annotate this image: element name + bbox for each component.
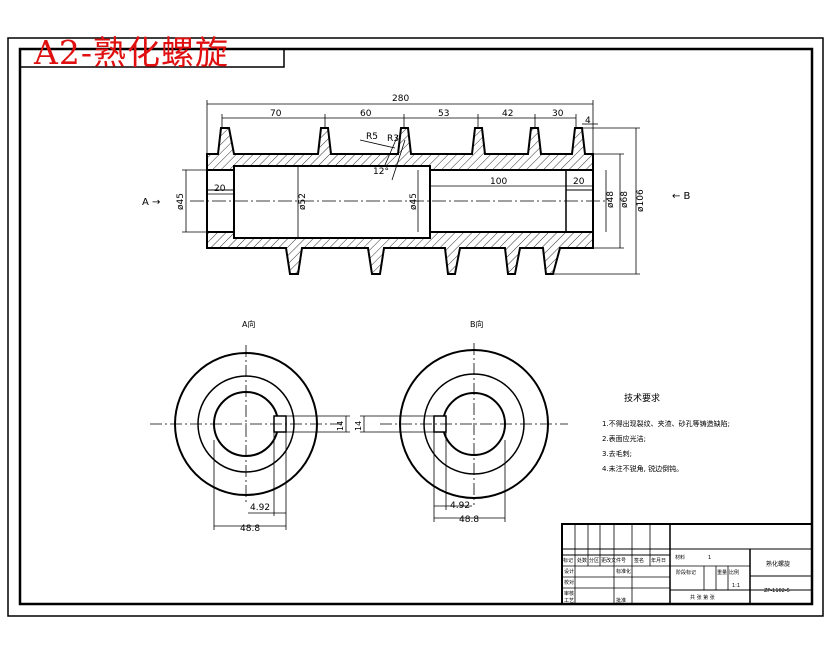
- tb-qty: 处数: [577, 557, 587, 564]
- dim-bore-b: 48.8: [459, 515, 479, 525]
- top-dimensions: [182, 100, 640, 275]
- tech-heading: 技术要求: [624, 392, 660, 404]
- dim-dia-48: ø48: [606, 191, 616, 208]
- view-a: [150, 345, 350, 530]
- tb-review: 审核: [564, 590, 574, 597]
- upper-wall-hatch: [206, 127, 594, 171]
- dim-shaft-len: 100: [490, 177, 507, 187]
- tb-process: 工艺: [564, 598, 574, 604]
- dim-key-height-b: 14: [354, 421, 363, 431]
- sheet-outer-border: [7, 37, 824, 617]
- view-arrow-b: ← B: [672, 191, 691, 202]
- dim-segment-4: 42: [502, 109, 513, 119]
- lower-wall-hatch: [206, 231, 594, 275]
- tb-sign: 签名: [634, 557, 644, 564]
- view-arrow-a: A →: [142, 197, 160, 208]
- dim-bore-left-len: 20: [214, 184, 226, 194]
- tb-count: 1: [708, 555, 711, 561]
- tb-change-doc: 更改文件号: [601, 557, 626, 564]
- tb-drawing-title: 熟化螺旋: [766, 560, 790, 568]
- dim-radius-5: R5: [366, 132, 378, 142]
- dim-segment-2: 60: [360, 109, 372, 119]
- dim-flight-width: 4: [585, 116, 591, 126]
- tech-item-3: 3.去毛刺;: [602, 449, 632, 458]
- tech-item-1: 1.不得出现裂纹、夹渣、砂孔等铸造缺陷;: [602, 419, 730, 428]
- title-box: [19, 48, 285, 68]
- dim-dia-45-mid: ø45: [409, 193, 419, 210]
- tb-sheet: 共 张 第 张: [690, 594, 715, 601]
- dim-key-height-a: 14: [336, 421, 345, 431]
- dim-overall-length: 280: [392, 94, 409, 104]
- dim-keyway-a: 4.92: [250, 503, 270, 513]
- tech-item-4: 4.未注不锐角, 锐边倒钝。: [602, 464, 683, 473]
- view-arrows: A → ← B A向 B向: [142, 191, 691, 329]
- tb-approve: 批准: [616, 597, 626, 604]
- dim-segment-1: 70: [270, 109, 282, 119]
- tb-check: 校对: [564, 579, 574, 586]
- dim-radius-3: R3: [387, 134, 399, 144]
- tb-stage: 阶段标记: [676, 569, 696, 576]
- dimension-texts: 280 70 60 53 42 30 4 R5 R3 12° 20 100 20…: [176, 94, 646, 212]
- view-b: [360, 343, 568, 522]
- sheet-inner-border: [18, 47, 814, 606]
- dim-bore-right-len: 20: [573, 177, 585, 187]
- section-b-label: B向: [470, 319, 484, 329]
- dim-dia-68: ø68: [620, 191, 630, 208]
- dim-dia-106: ø106: [636, 189, 646, 212]
- tb-drawing-number: ZP-1102-5: [764, 588, 790, 594]
- tb-weight: 重量: [717, 569, 727, 576]
- tb-date: 年月日: [651, 557, 666, 564]
- dim-dia-52: ø52: [298, 193, 308, 210]
- drawing-title: A2-熟化螺旋: [34, 33, 229, 72]
- tb-material: 材料: [675, 554, 685, 561]
- title-block: [561, 523, 813, 605]
- main-section-view: [190, 127, 610, 275]
- tech-requirements: 技术要求 1.不得出现裂纹、夹渣、砂孔等铸造缺陷; 2.表面应光洁; 3.去毛刺…: [602, 392, 730, 473]
- dim-keyway-b: 4.92: [450, 501, 470, 511]
- tb-ratio: 比例: [729, 569, 739, 576]
- dim-angle: 12°: [373, 167, 389, 177]
- tb-mark: 标记: [563, 557, 573, 564]
- dim-dia-45-left: ø45: [176, 193, 186, 210]
- section-a-label: A向: [242, 319, 255, 329]
- tb-scale: 1:1: [732, 583, 740, 589]
- dim-bore-a: 48.8: [240, 524, 260, 534]
- tb-design: 设计: [564, 568, 574, 575]
- tech-item-2: 2.表面应光洁;: [602, 434, 646, 443]
- tb-zone: 分区: [589, 557, 599, 564]
- dim-segment-3: 53: [438, 109, 449, 119]
- title-block-text: 材料 1 标记 处数 分区 更改文件号 签名 年月日 设计 校对 审核 工艺 标…: [563, 554, 790, 604]
- dim-segment-5: 30: [552, 109, 564, 119]
- tb-standard: 标准化: [616, 568, 631, 575]
